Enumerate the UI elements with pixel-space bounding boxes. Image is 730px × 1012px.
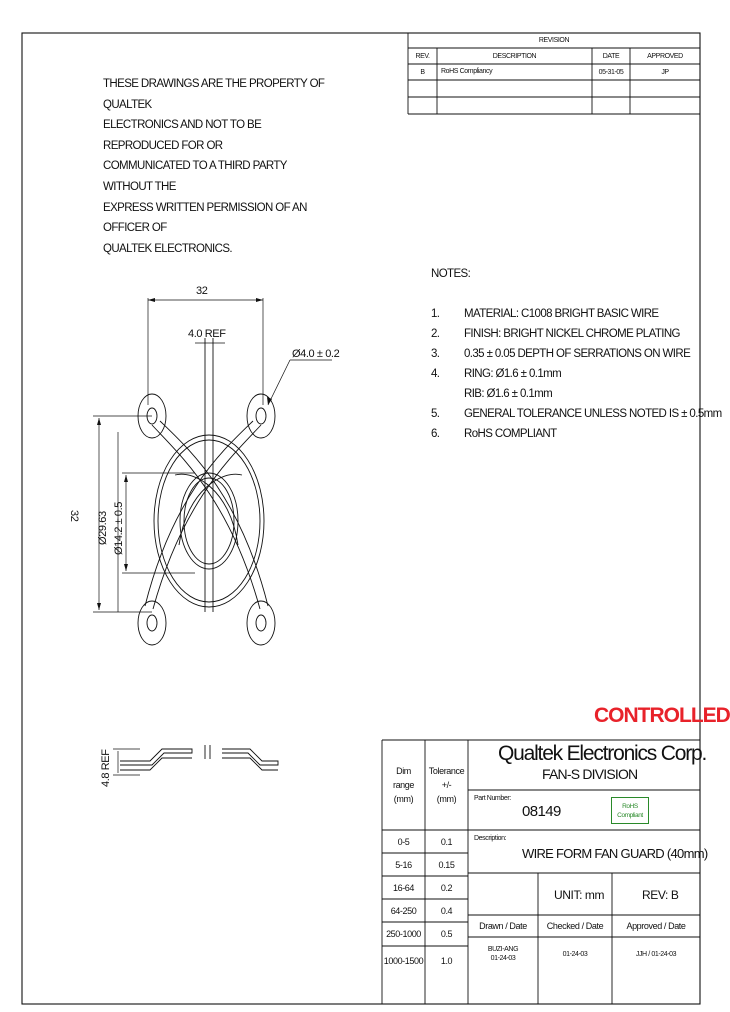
division-name: FAN-S DIVISION [542,766,638,782]
rev-row-description: RoHS Compliancy [441,68,493,75]
dim-height: 32 [68,510,80,522]
note-num: 1. [431,308,440,320]
part-number: 08149 [522,803,561,820]
tol-range: 5-16 [395,859,412,870]
rev-row-date: 05-31-05 [598,68,624,76]
drawn-label: Drawn / Date [479,921,527,931]
tol-range: 0-5 [397,836,410,847]
note-num: 2. [431,328,440,340]
note-text: MATERIAL: C1008 BRIGHT BASIC WIRE [464,308,659,320]
drawn-by-name: BUZI-ANG [487,946,519,953]
note-text: RIB: Ø1.6 ± 0.1mm [464,388,553,400]
note-num: 3. [431,348,440,360]
tol-range: 250-1000 [386,929,421,939]
revision-level: REV: B [642,888,679,902]
note-text: FINISH: BRIGHT NICKEL CHROME PLATING [464,328,680,340]
rohs-badge-line: Compliant [617,811,643,819]
drawn-by: BUZI-ANG 01-24-03 [468,939,538,969]
rev-row-approved: JP [661,68,669,76]
tol-value: 0.4 [440,905,453,916]
revision-title: REVISION [538,37,570,44]
approved-label: Approved / Date [626,921,686,931]
dim-ref: 4.0 REF [188,328,226,340]
tol-header-dim: Dim range (mm) [382,760,425,810]
dim-outer-diameter: Ø29.63 [97,511,109,545]
rev-header-rev: REV. [415,52,430,60]
rev-row-rev: B [420,68,425,76]
tol-value: 0.5 [440,929,453,939]
note-text: RoHS COMPLIANT [464,428,557,440]
notes-title: NOTES: [431,268,471,280]
tol-header-tolerance: Tolerance +/- (mm) [425,760,468,810]
rev-header-description: DESCRIPTION [492,52,537,60]
notice-line: THESE DRAWINGS ARE THE PROPERTY OF QUALT… [103,78,325,111]
tol-range: 64-250 [390,905,417,916]
notice-line: COMMUNICATED TO A THIRD PARTY WITHOUT TH… [103,160,287,193]
tol-value: 0.2 [440,882,453,893]
rohs-compliant-badge: RoHS Compliant [611,797,649,824]
sheet-border [21,32,701,1005]
checked-label: Checked / Date [546,921,604,931]
tol-range: 1000-1500 [383,956,424,966]
dimension-arrows [97,298,272,610]
controlled-stamp: CONTROLLED [594,704,730,727]
drawn-by-date: 01-24-03 [490,955,516,962]
tol-header-dim-line: range [392,780,415,790]
dim-hole-diameter: Ø4.0 ± 0.2 [292,348,340,360]
note-text: 0.35 ± 0.05 DEPTH OF SERRATIONS ON WIRE [464,348,691,360]
note-num: 6. [431,428,440,440]
unit: UNIT: mm [554,888,605,902]
note-text: RING: Ø1.6 ± 0.1mm [464,368,562,380]
rev-header-date: DATE [602,52,620,60]
tol-header-tol-line: +/- [441,780,452,790]
part-number-label: Part Number: [474,795,511,802]
part-description: WIRE FORM FAN GUARD (40mm) [522,846,708,861]
title-block-lines [381,739,700,1004]
dim-width: 32 [196,285,208,297]
dim-side-ref: 4.8 REF [100,749,112,787]
rohs-badge-line: RoHS [622,802,638,810]
notice-line: QUALTEK ELECTRONICS. [103,242,233,255]
note-text: GENERAL TOLERANCE UNLESS NOTED IS ± 0.5m… [464,408,722,420]
tol-value: 0.15 [438,859,455,870]
tol-value: 0.1 [440,836,453,847]
fan-guard-side-view [113,745,279,776]
notice-line: EXPRESS WRITTEN PERMISSION OF AN OFFICER… [103,201,307,235]
tol-header-tol-line: (mm) [436,794,457,804]
dim-inner-diameter: Ø14.2 ± 0.5 [113,501,125,555]
tol-value: 1.0 [440,956,453,966]
fan-guard-front-view [137,338,276,646]
dimension-lines [93,298,332,613]
revision-table-lines [407,33,700,115]
tol-header-tol-line: Tolerance [428,766,465,776]
approved-by: JJH / 01-24-03 [635,950,677,958]
note-num: 5. [431,408,440,420]
rev-header-approved: APPROVED [647,52,683,60]
note-num: 4. [431,368,440,380]
company-name: Qualtek Electronics Corp. [498,742,707,765]
tol-range: 16-64 [392,882,415,893]
checked-date: 01-24-03 [562,950,588,958]
tol-header-dim-line: Dim [396,766,411,776]
tol-header-dim-line: (mm) [393,794,414,804]
description-label: Description: [474,835,507,842]
property-notice: THESE DRAWINGS ARE THE PROPERTY OF QUALT… [103,74,333,259]
notice-line: ELECTRONICS AND NOT TO BE REPRODUCED FOR… [103,119,262,152]
